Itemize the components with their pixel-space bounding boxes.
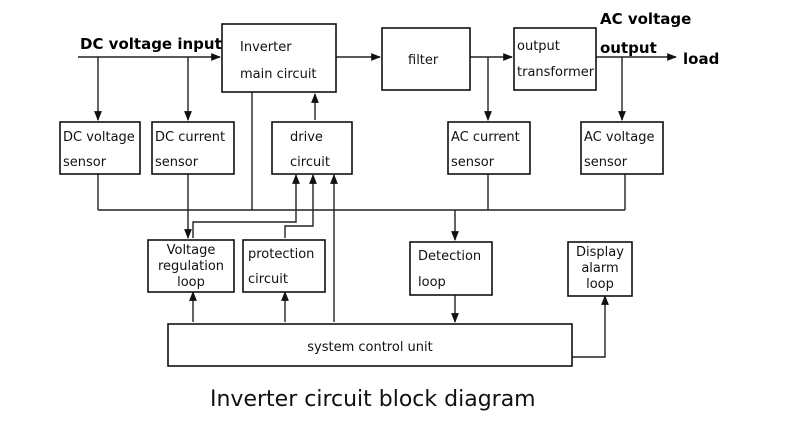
drive-circuit-block: drive circuit (271, 121, 353, 175)
diagram-caption: Inverter circuit block diagram (210, 387, 536, 412)
output-transformer-line-1: output (517, 39, 560, 54)
detection-loop-block: Detection loop (409, 241, 493, 296)
ac-current-sensor-line-1: AC current (451, 130, 520, 145)
ac-voltage-sensor-line-1: AC voltage (584, 130, 654, 145)
dc-voltage-sensor-line-2: sensor (63, 155, 107, 170)
dc-voltage-input-label: DC voltage input (80, 35, 222, 53)
protection-circuit-block: protection circuit (242, 239, 326, 293)
output-transformer-block: output transformer (513, 27, 597, 91)
dc-voltage-sensor-line-1: DC voltage (63, 130, 135, 145)
detection-loop-line-2: loop (418, 275, 446, 290)
display-alarm-line-3: loop (586, 277, 614, 292)
ac-current-sensor-block: AC current sensor (447, 121, 531, 175)
ac-current-sensor-line-2: sensor (451, 155, 495, 170)
system-control-unit-block: system control unit (167, 323, 573, 367)
display-alarm-line-2: alarm (581, 261, 618, 276)
filter-block: filter (381, 27, 471, 91)
system-control-unit-label: system control unit (307, 340, 433, 355)
voltage-regulation-line-2: regulation (158, 259, 224, 274)
ac-voltage-sensor-block: AC voltage sensor (580, 121, 664, 175)
ac-voltage-sensor-line-2: sensor (584, 155, 628, 170)
voltage-regulation-line-1: Voltage (167, 243, 216, 258)
display-alarm-loop-block: Display alarm loop (567, 241, 633, 297)
display-alarm-line-1: Display (576, 245, 624, 260)
output-transformer-line-2: transformer (517, 65, 595, 80)
connection-lines (78, 53, 677, 358)
voltage-regulation-line-3: loop (177, 275, 205, 290)
protection-circuit-line-1: protection (248, 247, 314, 262)
dc-current-sensor-line-2: sensor (155, 155, 199, 170)
inverter-main-circuit-block: Inverter main circuit (221, 23, 337, 93)
load-label: load (683, 50, 719, 68)
voltage-regulation-loop-block: Voltage regulation loop (147, 239, 235, 293)
dc-voltage-sensor-block: DC voltage sensor (59, 121, 141, 175)
inverter-block-line-1: Inverter (240, 40, 292, 55)
dc-current-sensor-line-1: DC current (155, 130, 225, 145)
drive-circuit-line-2: circuit (290, 155, 330, 170)
ac-voltage-output-label-line-2: output (600, 39, 657, 57)
ac-voltage-output-label-line-1: AC voltage (600, 10, 691, 28)
filter-block-label: filter (408, 53, 439, 68)
drive-circuit-line-1: drive (290, 130, 323, 145)
detection-loop-line-1: Detection (418, 249, 481, 264)
protection-circuit-line-2: circuit (248, 272, 288, 287)
inverter-block-line-2: main circuit (240, 67, 317, 82)
dc-current-sensor-block: DC current sensor (151, 121, 235, 175)
